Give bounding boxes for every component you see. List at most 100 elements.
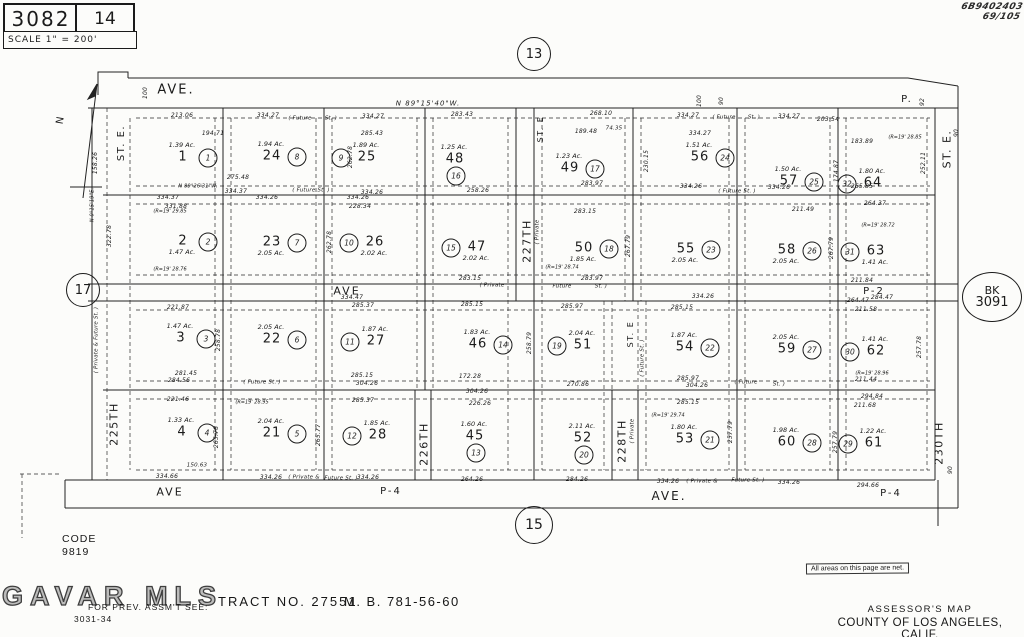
- dimension-label: 189.48: [574, 128, 598, 135]
- road-label: P-2: [863, 286, 885, 297]
- dimension-label: ( Future St. ): [243, 379, 281, 386]
- assessor-map-title: ASSESSOR'S MAP: [867, 604, 973, 615]
- dimension-label: 221.87: [166, 304, 190, 311]
- street-label: 230TH: [932, 421, 946, 465]
- net-areas-note: All areas on this page are net.: [805, 562, 910, 575]
- dimension-label: N 89°26'31"W.: [178, 183, 218, 190]
- dimension-label: 304.26: [355, 380, 379, 387]
- lot-25-acreage: 1.89 Ac.: [352, 141, 380, 149]
- lot-57-acreage: 1.50 Ac.: [774, 165, 802, 173]
- street-label: 226TH: [417, 422, 431, 466]
- adjacent-book-ref-number: 3091: [975, 295, 1009, 310]
- dimension-label: 334.27: [777, 113, 801, 120]
- scale-label: SCALE 1" = 200': [3, 31, 137, 49]
- dimension-label: St. ): [324, 115, 338, 122]
- dimension-label: Future: [552, 283, 572, 290]
- dimension-label: ( Private: [629, 418, 636, 444]
- lot-1-assessor-circle: 1: [198, 148, 218, 168]
- dimension-label: 90: [953, 128, 960, 138]
- street-label: ST. E.: [940, 129, 954, 169]
- dimension-label: 92: [919, 97, 926, 107]
- lot-4-acreage: 1.33 Ac.: [167, 416, 195, 424]
- dimension-label: 211.44: [854, 376, 878, 383]
- lot-23-acreage: 2.05 Ac.: [257, 249, 285, 257]
- lot-48-number: 48: [445, 151, 465, 167]
- lot-49-number: 49: [560, 160, 580, 176]
- lot-47-assessor-circle: 15: [441, 238, 461, 258]
- adjacent-page-ref-bottom: 15: [515, 506, 553, 544]
- lot-28-assessor-circle: 12: [342, 426, 362, 446]
- dimension-label: ( Private: [534, 219, 541, 245]
- lot-45-assessor-circle: 13: [466, 443, 486, 463]
- dimension-label: 285.37: [351, 397, 375, 404]
- lot-62-number: 62: [866, 343, 886, 359]
- lot-51-number: 51: [573, 337, 593, 353]
- dimension-label: 334.26: [691, 293, 715, 300]
- lot-24-assessor-circle: 8: [287, 147, 307, 167]
- lot-59-number: 59: [777, 341, 797, 357]
- dimension-label: 90: [718, 96, 725, 106]
- bearing-label: N 89°15'40"W.: [395, 99, 461, 108]
- dimension-label: 257.78: [916, 335, 923, 359]
- lot-59-assessor-circle: 27: [802, 340, 822, 360]
- street-label: 225TH: [107, 402, 121, 446]
- dimension-label: 304.26: [685, 382, 709, 389]
- curve-radius-note: (R=19' 29.74: [651, 412, 685, 419]
- lot-53-acreage: 1.80 Ac.: [670, 423, 698, 431]
- lot-56-assessor-circle: 24: [715, 148, 735, 168]
- handwritten-line-2: 69/105: [980, 12, 1021, 22]
- dimension-label: 334.26: [255, 194, 279, 201]
- lot-21-number: 21: [262, 425, 282, 441]
- dimension-label: 226.26: [468, 400, 492, 407]
- lot-52-acreage: 2.11 Ac.: [568, 422, 596, 430]
- street-label: ST. E: [626, 320, 635, 348]
- dimension-label: 221.46: [166, 396, 190, 403]
- dimension-label: 294.66: [856, 482, 880, 489]
- dimension-label: 285.43: [360, 130, 384, 137]
- lot-58-number: 58: [777, 242, 797, 258]
- street-label: 228TH: [615, 419, 629, 463]
- lot-59-acreage: 2.05 Ac.: [772, 333, 800, 341]
- dimension-label: 283.97: [580, 275, 604, 282]
- lot-55-number: 55: [676, 241, 696, 257]
- curve-radius-note: (R=19' 28.96: [855, 370, 889, 377]
- lot-1-number: 1: [178, 149, 188, 165]
- road-label: AVE.: [651, 489, 687, 503]
- lot-3-number: 3: [176, 330, 186, 346]
- stamp-text: GAVAR MLS: [1, 580, 223, 611]
- lot-22-acreage: 2.05 Ac.: [257, 323, 285, 331]
- lot-47-number: 47: [467, 239, 487, 255]
- dimension-label: 285.37: [351, 302, 375, 309]
- dimension-label: ( Future St. ): [718, 188, 756, 195]
- map-book-reference: M. B. 781-56-60: [344, 594, 460, 609]
- lot-4-assessor-circle: 4: [197, 423, 217, 443]
- dimension-label: 285.15: [670, 304, 694, 311]
- dimension-label: 74.35: [605, 125, 623, 132]
- curve-radius-note: (R=19' 28.72: [861, 222, 895, 229]
- handwritten-line-1: 6B9402403: [959, 2, 1024, 12]
- lot-63-assessor-circle: 31: [840, 242, 860, 262]
- lot-45-acreage: 1.60 Ac.: [460, 420, 488, 428]
- tract-number: TRACT NO. 27551: [218, 594, 358, 609]
- lot-56-number: 56: [690, 149, 710, 165]
- tax-code-block: CODE 9819: [62, 533, 96, 559]
- dimension-label: 150.63: [186, 462, 208, 469]
- dimension-label: 211.58: [854, 306, 878, 313]
- lot-61-assessor-circle: 29: [838, 434, 858, 454]
- dimension-label: 334.26: [360, 189, 384, 196]
- dimension-label: 257.79: [727, 420, 734, 444]
- dimension-label: 334.27: [361, 113, 385, 120]
- lot-46-acreage: 1.83 Ac.: [463, 328, 491, 336]
- code-number: 9819: [62, 546, 90, 558]
- dimension-label: Future St. ): [324, 475, 358, 482]
- handwritten-reference: 6B9402403 69/105: [957, 2, 1024, 22]
- lot-46-assessor-circle: 14: [493, 335, 513, 355]
- dimension-label: 283.97: [580, 180, 604, 187]
- dimension-label: ( Private: [479, 282, 505, 289]
- assessor-title-block: ASSESSOR'S MAP COUNTY OF LOS ANGELES, CA…: [820, 604, 1020, 637]
- adjacent-book-ref-label: BK: [984, 284, 1000, 297]
- lot-23-number: 23: [262, 234, 282, 250]
- lot-48-acreage: 1.25 Ac.: [440, 143, 468, 151]
- lot-48-assessor-circle: 16: [446, 166, 466, 186]
- street-label: ST. E.: [116, 124, 127, 162]
